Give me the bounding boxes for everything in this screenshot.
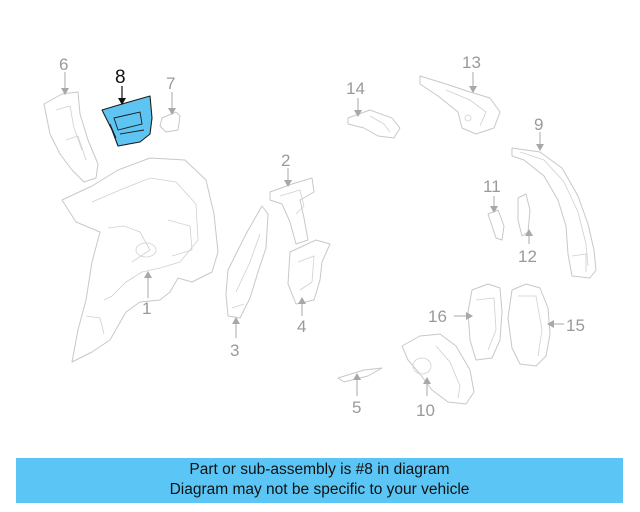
callout-15: 15	[566, 316, 585, 335]
parts-diagram: 6 8 7 2 3 4 1 5 14 13 9 11 12 16 15 10	[43, 53, 597, 420]
part-8-highlighted[interactable]	[101, 95, 153, 147]
callout-7: 7	[166, 74, 175, 93]
part-4[interactable]	[287, 239, 331, 305]
callout-12: 12	[518, 247, 537, 266]
callout-14: 14	[346, 79, 365, 98]
leader-lines	[61, 72, 564, 396]
callout-16: 16	[428, 307, 447, 326]
info-banner: Part or sub-assembly is #8 in diagram Di…	[16, 458, 623, 503]
part-15[interactable]	[507, 283, 551, 367]
callout-2: 2	[281, 151, 290, 170]
callout-4: 4	[297, 317, 306, 336]
banner-line-2: Diagram may not be specific to your vehi…	[169, 481, 470, 498]
part-13[interactable]	[419, 75, 501, 135]
part-2[interactable]	[269, 177, 315, 245]
callout-labels: 6 8 7 2 3 4 1 5 14 13 9 11 12 16 15 10	[59, 53, 585, 420]
callout-6: 6	[59, 55, 68, 74]
callout-11: 11	[483, 177, 501, 196]
part-5[interactable]	[337, 367, 383, 383]
part-11[interactable]	[487, 209, 505, 241]
part-6[interactable]	[43, 91, 99, 183]
callout-8: 8	[115, 67, 126, 88]
callout-5: 5	[352, 398, 361, 417]
part-12[interactable]	[517, 193, 531, 237]
part-14[interactable]	[347, 109, 401, 139]
callout-10: 10	[416, 401, 435, 420]
callout-13: 13	[462, 53, 481, 72]
part-10[interactable]	[401, 333, 475, 405]
part-1[interactable]	[61, 157, 219, 363]
part-9[interactable]	[511, 147, 597, 279]
callout-1: 1	[142, 299, 151, 318]
part-7[interactable]	[159, 111, 181, 133]
banner-line-1: Part or sub-assembly is #8 in diagram	[189, 461, 450, 478]
callout-3: 3	[230, 341, 239, 360]
part-16[interactable]	[467, 283, 503, 361]
callout-9: 9	[534, 115, 543, 134]
part-3[interactable]	[225, 205, 269, 319]
